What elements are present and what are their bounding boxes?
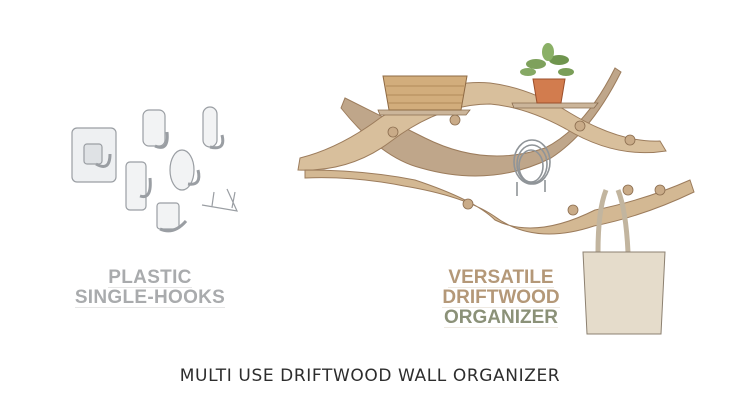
shelf-right (511, 102, 599, 109)
woven-basket (382, 75, 468, 111)
shelf-left (377, 109, 471, 116)
label-line: VERSATILE (448, 267, 554, 288)
caption: MULTI USE DRIFTWOOD WALL ORGANIZER (179, 366, 561, 386)
canvas-tote-bag (582, 189, 666, 335)
potted-plant (520, 43, 574, 104)
coiled-cable (513, 139, 551, 196)
label-line: DRIFTWOOD (442, 287, 560, 308)
label-line: SINGLE-HOOKS (74, 287, 226, 308)
driftwood-organizer-label: VERSATILE DRIFTWOOD ORGANIZER (418, 268, 584, 328)
label-line: ORGANIZER (444, 307, 558, 328)
plastic-hooks-label: PLASTIC SINGLE-HOOKS (60, 268, 240, 308)
